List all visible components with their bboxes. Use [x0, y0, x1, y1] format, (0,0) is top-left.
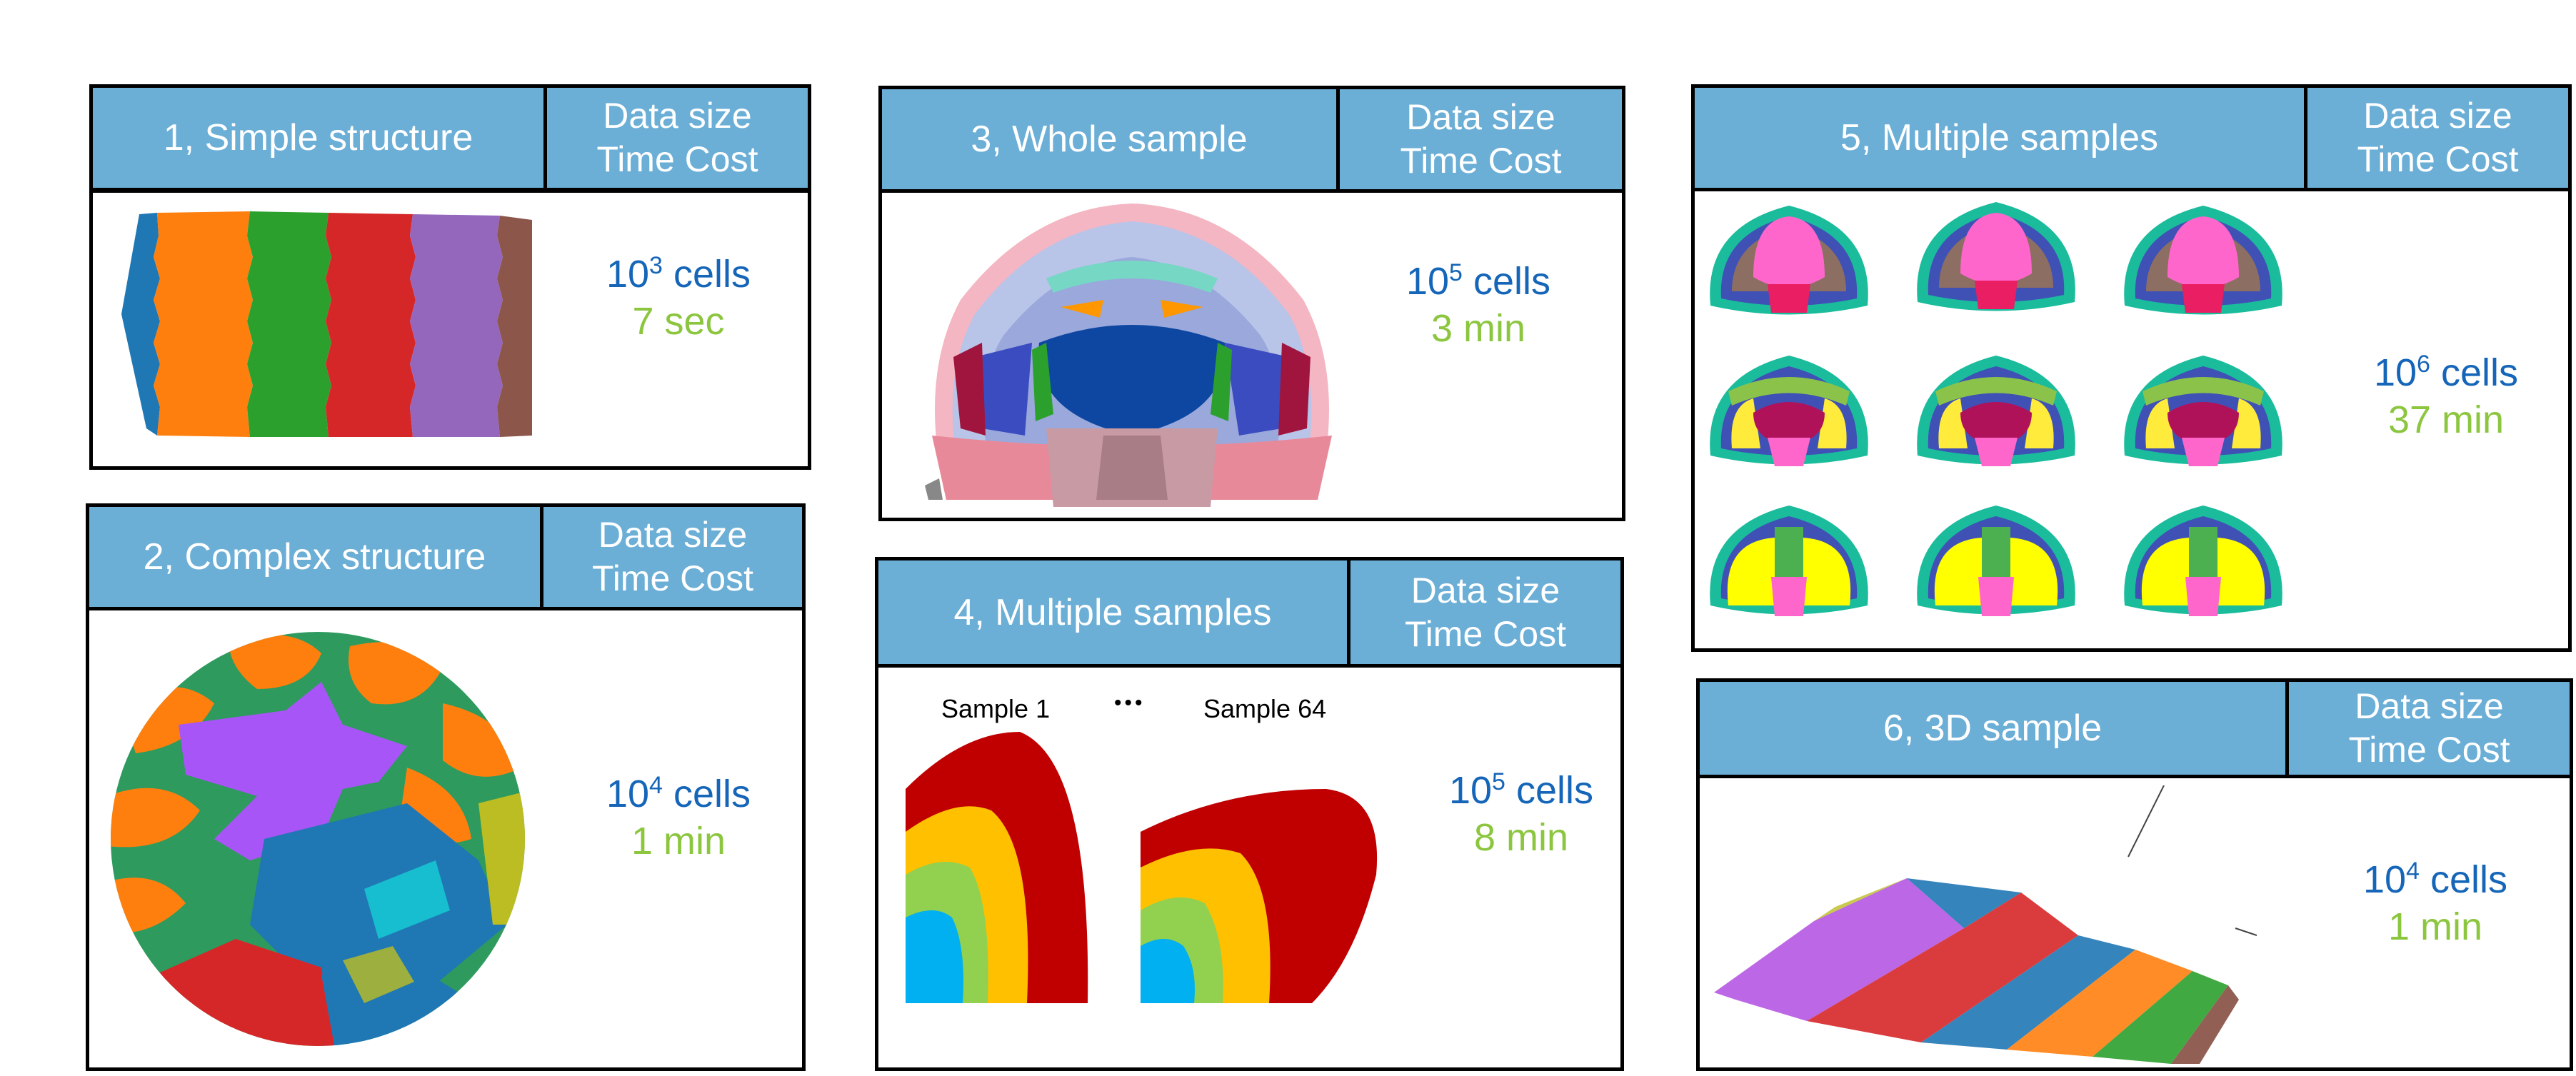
timecost-label: Time Cost [1400, 141, 1562, 181]
panel-1-datasize-header: Data size Time Cost [543, 84, 811, 191]
panel-4-stats: 105 cells 8 min [1414, 768, 1628, 862]
panel-6-cells: 104 cells [2328, 857, 2542, 904]
cells-exp: 5 [1492, 768, 1505, 795]
datasize-label: Data size [603, 96, 752, 136]
sample-1-label: Sample 1 [941, 694, 1051, 723]
panel-5-title-text: 5, Multiple samples [1840, 117, 2159, 159]
cells-unit: cells [1473, 260, 1551, 303]
panel-5-time: 37 min [2387, 398, 2505, 441]
cells-unit: cells [673, 253, 751, 296]
panel-1-stats: 103 cells 7 sec [571, 251, 786, 346]
cells-unit: cells [2430, 858, 2508, 901]
datasize-label: Data size [1410, 570, 1560, 610]
cells-base: 10 [1448, 769, 1493, 812]
cells-exp: 4 [649, 772, 663, 799]
panel-3-datasize-header: Data size Time Cost [1336, 86, 1625, 193]
panel-5-cells: 106 cells [2328, 350, 2564, 397]
panel-5-datasize-header: Data size Time Cost [2304, 84, 2572, 191]
panel-6-stats: 104 cells 1 min [2328, 857, 2542, 951]
cells-base: 10 [1405, 260, 1450, 303]
cells-base: 10 [2362, 858, 2407, 901]
panel-1-title: 1, Simple structure [89, 84, 547, 191]
panel-2-title-text: 2, Complex structure [143, 536, 486, 578]
panel-6-time: 1 min [2387, 905, 2483, 948]
panel-1-time: 7 sec [632, 299, 725, 343]
panel-6-datasize-header: Data size Time Cost [2285, 678, 2573, 778]
panel-5-title: 5, Multiple samples [1691, 84, 2307, 191]
cells-base: 10 [606, 253, 650, 296]
panel-3-stats: 105 cells 3 min [1371, 258, 1585, 353]
cells-unit: cells [673, 773, 751, 815]
panel-2-circle-image [111, 632, 525, 1046]
sample-64-layers-image [1141, 789, 1378, 1003]
sample-ellipsis: ••• [1114, 691, 1146, 715]
cells-unit: cells [1515, 769, 1594, 812]
panel-4-title: 4, Multiple samples [875, 557, 1350, 668]
panel-3-title-text: 3, Whole sample [971, 119, 1248, 160]
datasize-label: Data size [598, 515, 748, 555]
cells-exp: 6 [2417, 351, 2430, 378]
panel-2-time: 1 min [631, 819, 726, 863]
panel-1-title-text: 1, Simple structure [163, 117, 473, 159]
panel-5-sections-image [1710, 202, 2282, 616]
timecost-label: Time Cost [2357, 139, 2519, 179]
cells-exp: 3 [649, 252, 663, 279]
sample-64-label: Sample 64 [1203, 694, 1327, 723]
panel-3-title: 3, Whole sample [878, 86, 1340, 193]
datasize-label: Data size [2355, 686, 2504, 726]
panel-1-stripes-image [121, 211, 532, 437]
panel-6-3d-scatter-image [1714, 785, 2257, 1064]
panel-4-title-text: 4, Multiple samples [953, 591, 1272, 633]
panel-6-title-text: 6, 3D sample [1883, 708, 2103, 749]
panel-2-title: 2, Complex structure [86, 503, 543, 610]
panel-5-stats: 106 cells 37 min [2328, 350, 2564, 444]
cells-base: 10 [606, 773, 650, 815]
panel-1-cells: 103 cells [571, 251, 786, 298]
panel-2-stats: 104 cells 1 min [571, 771, 786, 865]
cells-exp: 4 [2406, 858, 2420, 885]
panel-2-cells: 104 cells [571, 771, 786, 818]
panel-6-title: 6, 3D sample [1696, 678, 2289, 778]
timecost-label: Time Cost [596, 139, 758, 179]
cells-base: 10 [2373, 351, 2417, 394]
timecost-label: Time Cost [592, 558, 753, 598]
sample-1-layers-image [906, 732, 1088, 1003]
panel-4-time: 8 min [1473, 815, 1569, 859]
panel-3-brain-image [925, 203, 1332, 507]
panel-3-cells: 105 cells [1371, 258, 1585, 306]
timecost-label: Time Cost [1405, 613, 1566, 654]
timecost-label: Time Cost [2348, 730, 2510, 770]
datasize-label: Data size [2363, 96, 2512, 136]
cells-unit: cells [2440, 351, 2519, 394]
panel-3-time: 3 min [1430, 306, 1526, 350]
panel-2-datasize-header: Data size Time Cost [540, 503, 806, 610]
datasize-label: Data size [1406, 97, 1555, 137]
cells-exp: 5 [1449, 259, 1463, 286]
panel-4-cells: 105 cells [1414, 768, 1628, 815]
panel-4-datasize-header: Data size Time Cost [1347, 557, 1624, 668]
